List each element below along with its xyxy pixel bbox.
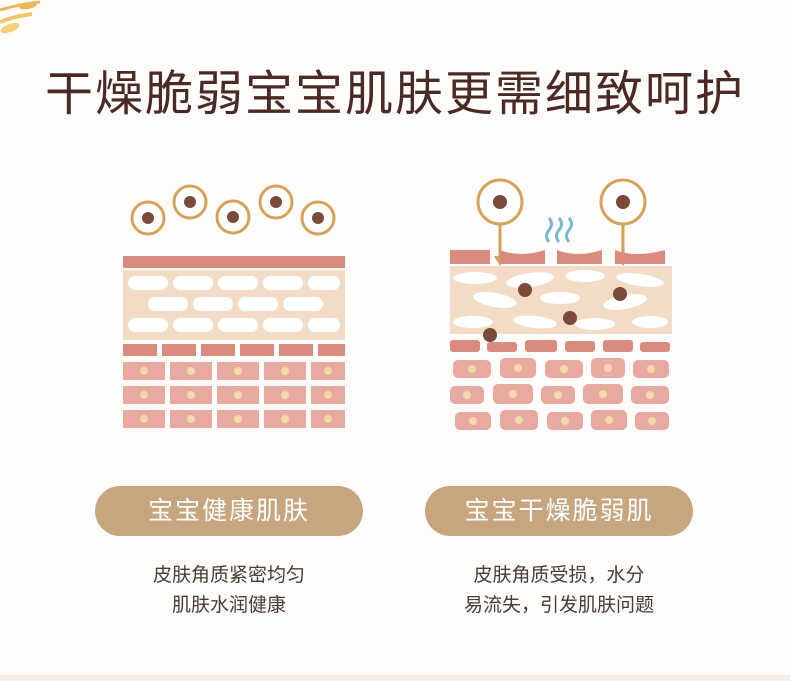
germ-icon [258, 184, 294, 220]
dry-skin-label: 宝宝干燥脆弱肌 [425, 486, 693, 536]
germ-icon [563, 311, 577, 325]
description-line: 皮肤角质受损，水分 [473, 564, 645, 586]
healthy-skin-illustration [123, 184, 345, 428]
germ-icon [518, 283, 532, 297]
healthy-skin-label: 宝宝健康肌肤 [95, 486, 363, 536]
germ-icon [483, 328, 497, 342]
page-title: 干燥脆弱宝宝肌肤更需细致呵护 [44, 66, 745, 122]
germ-icon [599, 178, 647, 226]
germ-icon [613, 287, 627, 301]
description-line: 易流失，引发肌肤问题 [463, 594, 654, 616]
healthy-skin-description: 皮肤角质紧密均匀 肌肤水润健康 [84, 560, 374, 620]
damaged-skin-illustration [450, 178, 672, 430]
dry-skin-description: 皮肤角质受损，水分 易流失，引发肌肤问题 [414, 560, 704, 620]
germ-icon [215, 199, 251, 235]
bottom-divider [0, 675, 790, 681]
germ-icon [476, 178, 524, 226]
water-wave-icon [545, 217, 573, 243]
wheat-decoration-icon [0, 0, 41, 34]
germ-icon [300, 200, 336, 236]
description-line: 肌肤水润健康 [171, 594, 286, 616]
germ-icon [130, 200, 166, 236]
description-line: 皮肤角质紧密均匀 [152, 564, 305, 586]
germ-icon [172, 184, 208, 220]
